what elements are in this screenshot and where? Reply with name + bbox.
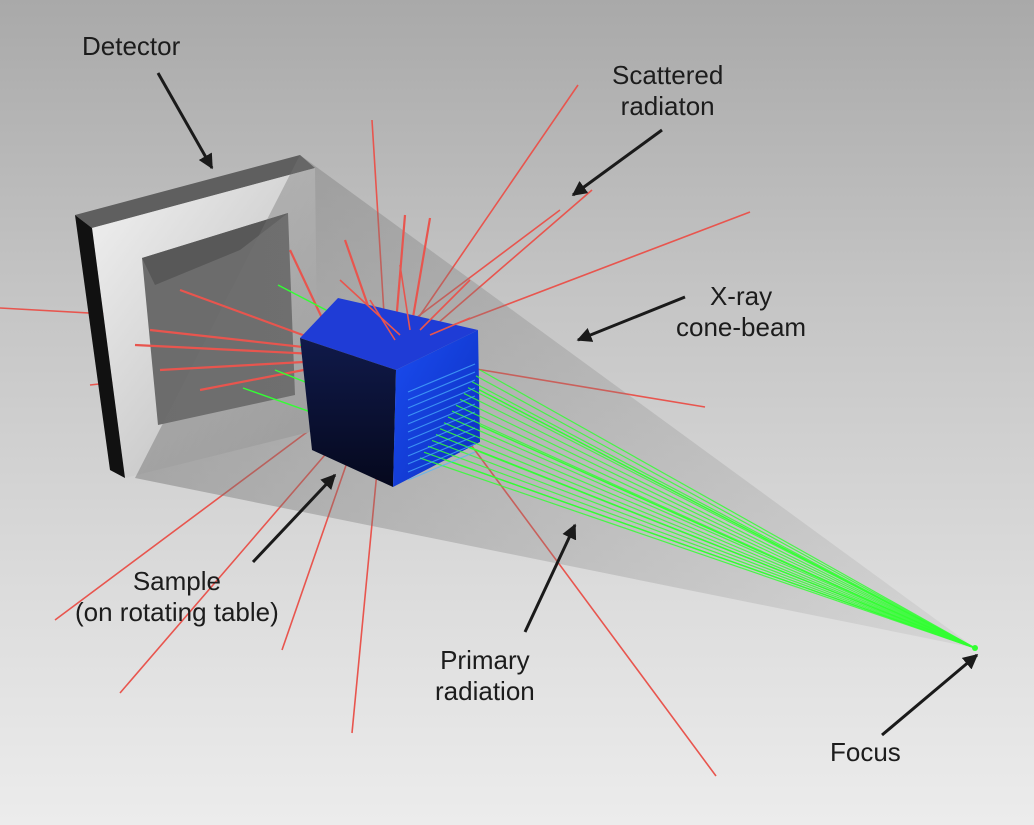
label-arrows [156,72,979,737]
scattered-ray-over-sample [399,264,411,331]
scattered-ray-over-sample [369,299,396,341]
xray-cone-beam [135,155,975,648]
detector-top-face [75,155,315,228]
beam-trace [407,395,476,425]
primary-ray [451,410,976,649]
detector-arrow [156,72,214,170]
beam-trace [407,451,476,481]
beam-trace [407,371,476,401]
beam-trace [407,411,476,441]
primary-ray [439,428,976,649]
sample-label: Sample (on rotating table) [75,566,279,627]
scattered-ray-over-sample [419,279,471,331]
sample-arrow [251,473,337,564]
beam-trace [407,419,476,449]
primary-ray [443,422,976,649]
focus-point [972,645,978,651]
primary-ray [471,381,976,649]
primary-ray [467,387,976,649]
beam-trace [407,379,476,409]
primary-ray [427,445,976,649]
primary-ray [463,392,976,649]
scattered-ray-over-sample [429,317,471,336]
xray-cone-beam-label: X-ray cone-beam [676,281,807,342]
beam-trace [407,387,476,417]
primary-ray [419,457,976,649]
detector-left-edge [75,215,125,478]
beam-trace [407,443,476,473]
beam-trace [407,403,476,433]
primary-ray [431,439,976,649]
primary-ray [475,375,976,649]
sample-front-face [300,338,396,487]
rays-over-sample [339,264,976,649]
beam-trace [407,363,476,393]
primary-ray [423,451,976,649]
scattered-ray-to-detector [149,328,331,352]
sample-cube [300,298,480,487]
scattered-ray-over-sample [339,279,401,336]
primary-ray [455,404,976,649]
primary-ray [459,398,976,649]
beam-trace [407,435,476,465]
primary-ray [479,369,976,649]
cone-beam-arrow [576,295,686,342]
detector-label: Detector [82,31,181,61]
focus-label: Focus [830,737,901,767]
detector-screen-shade [142,213,288,285]
primary-radiation-label: Primary radiation [435,645,535,706]
scattered-arrow [571,128,663,197]
primary-arrow [523,523,577,633]
sample-side-face [393,330,480,487]
beam-trace [407,427,476,457]
scattered-radiation-label: Scattered radiaton [612,60,724,121]
primary-ray [447,416,976,649]
sample-top-face [300,298,478,370]
primary-ray [435,433,976,649]
focus-arrow [881,653,979,737]
